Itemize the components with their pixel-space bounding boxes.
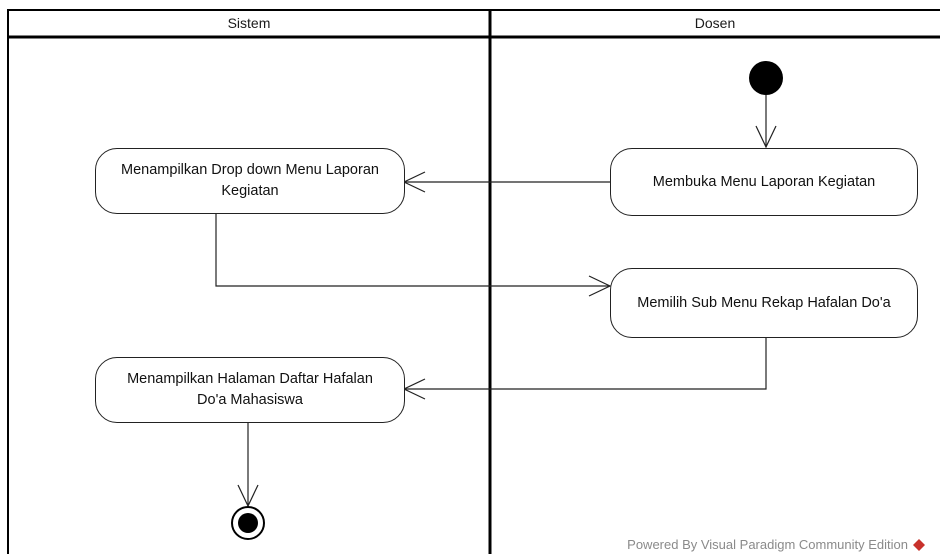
action-menampilkan-drop-down: Menampilkan Drop down Menu Laporan Kegia… xyxy=(95,148,405,214)
lane-title-dosen: Dosen xyxy=(694,15,736,31)
visual-paradigm-logo-icon xyxy=(913,538,925,551)
lane-title-sistem: Sistem xyxy=(227,15,271,31)
action-menampilkan-halaman-daftar: Menampilkan Halaman Daftar Hafalan Do'a … xyxy=(95,357,405,423)
swimlane-frame xyxy=(7,9,940,554)
watermark-text: Powered By Visual Paradigm Community Edi… xyxy=(627,537,908,552)
final-node-core xyxy=(238,513,258,533)
watermark: Powered By Visual Paradigm Community Edi… xyxy=(627,537,926,552)
action-memilih-sub-menu: Memilih Sub Menu Rekap Hafalan Do'a xyxy=(610,268,918,338)
arrowhead xyxy=(755,125,777,149)
initial-node xyxy=(749,61,783,95)
action-membuka-menu-laporan: Membuka Menu Laporan Kegiatan xyxy=(610,148,918,216)
flow-a3-a4 xyxy=(404,337,767,390)
flow-a2-a3 xyxy=(215,214,610,287)
